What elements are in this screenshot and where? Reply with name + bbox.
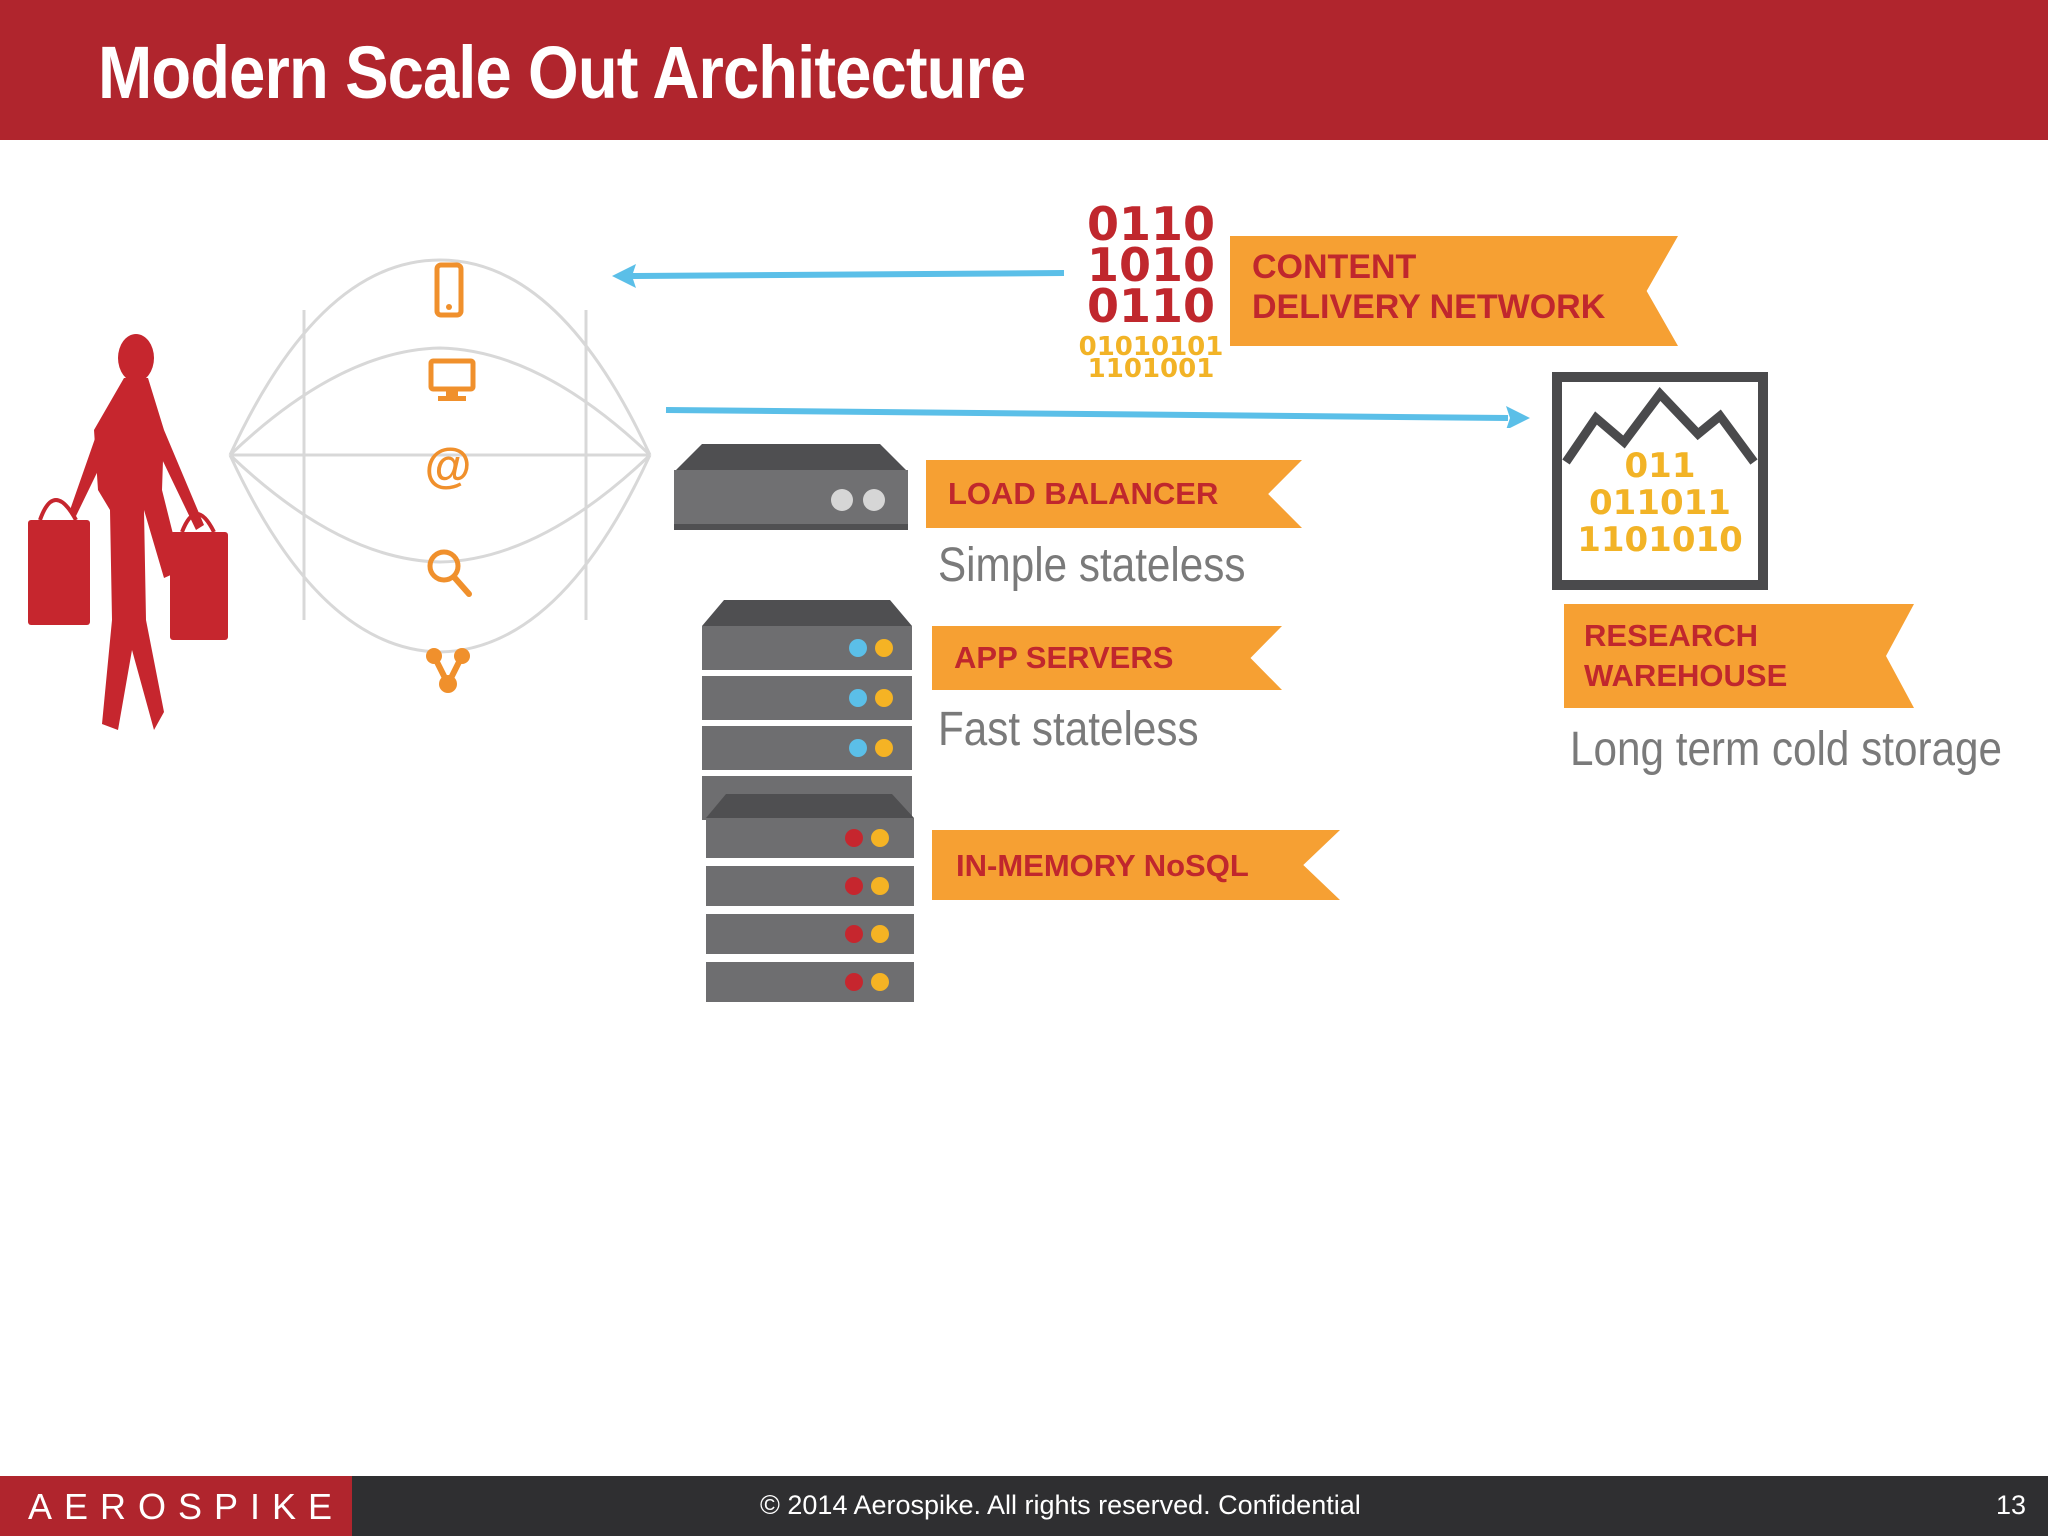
load-balancer-label: LOAD BALANCER xyxy=(948,476,1219,511)
nosql-banner xyxy=(932,830,1340,900)
warehouse-caption: Long term cold storage xyxy=(1570,723,2003,776)
warehouse-label: RESEARCH WAREHOUSE xyxy=(1584,618,1788,693)
slide-title: Modern Scale Out Architecture xyxy=(98,31,1026,114)
load-balancer-banner xyxy=(926,460,1302,528)
arrow-to-warehouse xyxy=(665,406,1530,428)
shopper-silhouette-icon xyxy=(28,334,228,730)
cdn-label-banner xyxy=(1230,236,1678,346)
aerospike-logo: AEROSPIKE xyxy=(0,1476,352,1536)
arrow-from-cdn xyxy=(612,264,1065,288)
footer-bar: AEROSPIKE © 2014 Aerospike. All rights r… xyxy=(0,1476,2048,1536)
app-servers-label: APP SERVERS xyxy=(954,640,1174,675)
desktop-monitor-icon xyxy=(428,358,476,401)
architecture-diagram: @ 0110 1010 0110 01010101 1101001 CONTEN… xyxy=(0,140,2048,1476)
aerospike-logo-text: AEROSPIKE xyxy=(28,1486,345,1527)
search-magnifier-icon xyxy=(427,549,472,597)
app-servers-caption: Fast stateless xyxy=(938,703,1199,756)
load-balancer-server-icon xyxy=(674,444,908,530)
share-network-icon xyxy=(426,648,470,693)
nosql-label: IN-MEMORY NoSQL xyxy=(956,848,1249,883)
nosql-servers-stack-icon xyxy=(706,794,914,1002)
cdn-binary-red: 0110 1010 0110 xyxy=(1086,197,1216,333)
title-bar: Modern Scale Out Architecture xyxy=(0,0,2048,140)
load-balancer-caption: Simple stateless xyxy=(938,539,1246,592)
email-at-icon: @ xyxy=(425,440,472,492)
cdn-label: CONTENT DELIVERY NETWORK xyxy=(1252,248,1606,326)
app-servers-banner xyxy=(932,626,1282,690)
warehouse-banner xyxy=(1564,604,1914,708)
research-warehouse-icon xyxy=(1552,372,1768,590)
cdn-binary-yellow: 01010101 1101001 xyxy=(1078,332,1224,384)
warehouse-binary: 011 011011 1101010 xyxy=(1577,446,1743,560)
copyright-notice: © 2014 Aerospike. All rights reserved. C… xyxy=(760,1490,1361,1520)
svg-text:@: @ xyxy=(425,440,472,492)
page-number: 13 xyxy=(1995,1490,2026,1520)
mobile-phone-icon xyxy=(434,262,464,318)
